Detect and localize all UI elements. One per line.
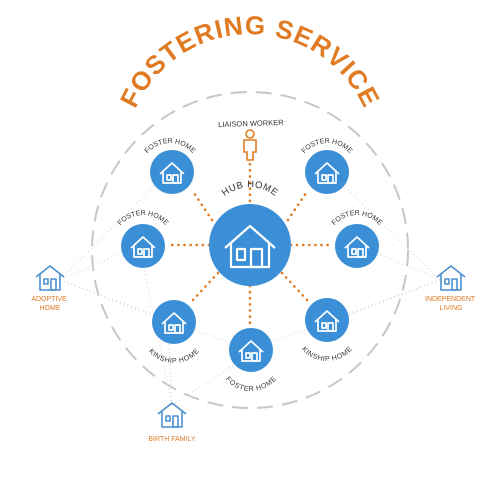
house-outline-icon (35, 265, 65, 291)
kinship-home-bottom-left[interactable] (152, 300, 196, 344)
person-icon (243, 129, 257, 161)
foster-home-bottom-label: FOSTER HOME (224, 375, 278, 393)
house-icon (344, 236, 370, 258)
hub-home-circle[interactable] (209, 204, 291, 286)
foster-home-mid-left[interactable] (121, 224, 165, 268)
foster-home-bottom[interactable] (229, 328, 273, 372)
kinship-home-bottom-left-label: KINSHIP HOME (147, 348, 201, 365)
house-icon (314, 162, 340, 184)
house-icon (238, 340, 264, 362)
house-icon (159, 162, 185, 184)
foster-home-top-right[interactable] (305, 150, 349, 194)
house-icon (161, 312, 187, 334)
foster-home-mid-right[interactable] (335, 224, 379, 268)
kinship-home-bottom-right[interactable] (305, 298, 349, 342)
birth-family-label: BIRTH FAMILY (148, 436, 196, 443)
house-outline-icon (157, 402, 187, 428)
house-outline-icon (436, 265, 466, 291)
house-icon (130, 236, 156, 258)
outer-ring (91, 91, 409, 409)
house-icon (314, 310, 340, 332)
independent-living-label: INDEPENDENT LIVING (425, 296, 477, 312)
diagram-title: FOSTERING SERVICE (114, 10, 386, 112)
hub-spokes (168, 160, 332, 330)
liaison-worker-label: LIAISON WORKER (218, 118, 284, 129)
hub-house-icon (224, 224, 276, 269)
adoptive-home-label: ADOPTIVE HOME (31, 296, 68, 312)
kinship-home-bottom-right-label: KINSHIP HOME (300, 346, 354, 363)
foster-home-top-left[interactable] (150, 150, 194, 194)
